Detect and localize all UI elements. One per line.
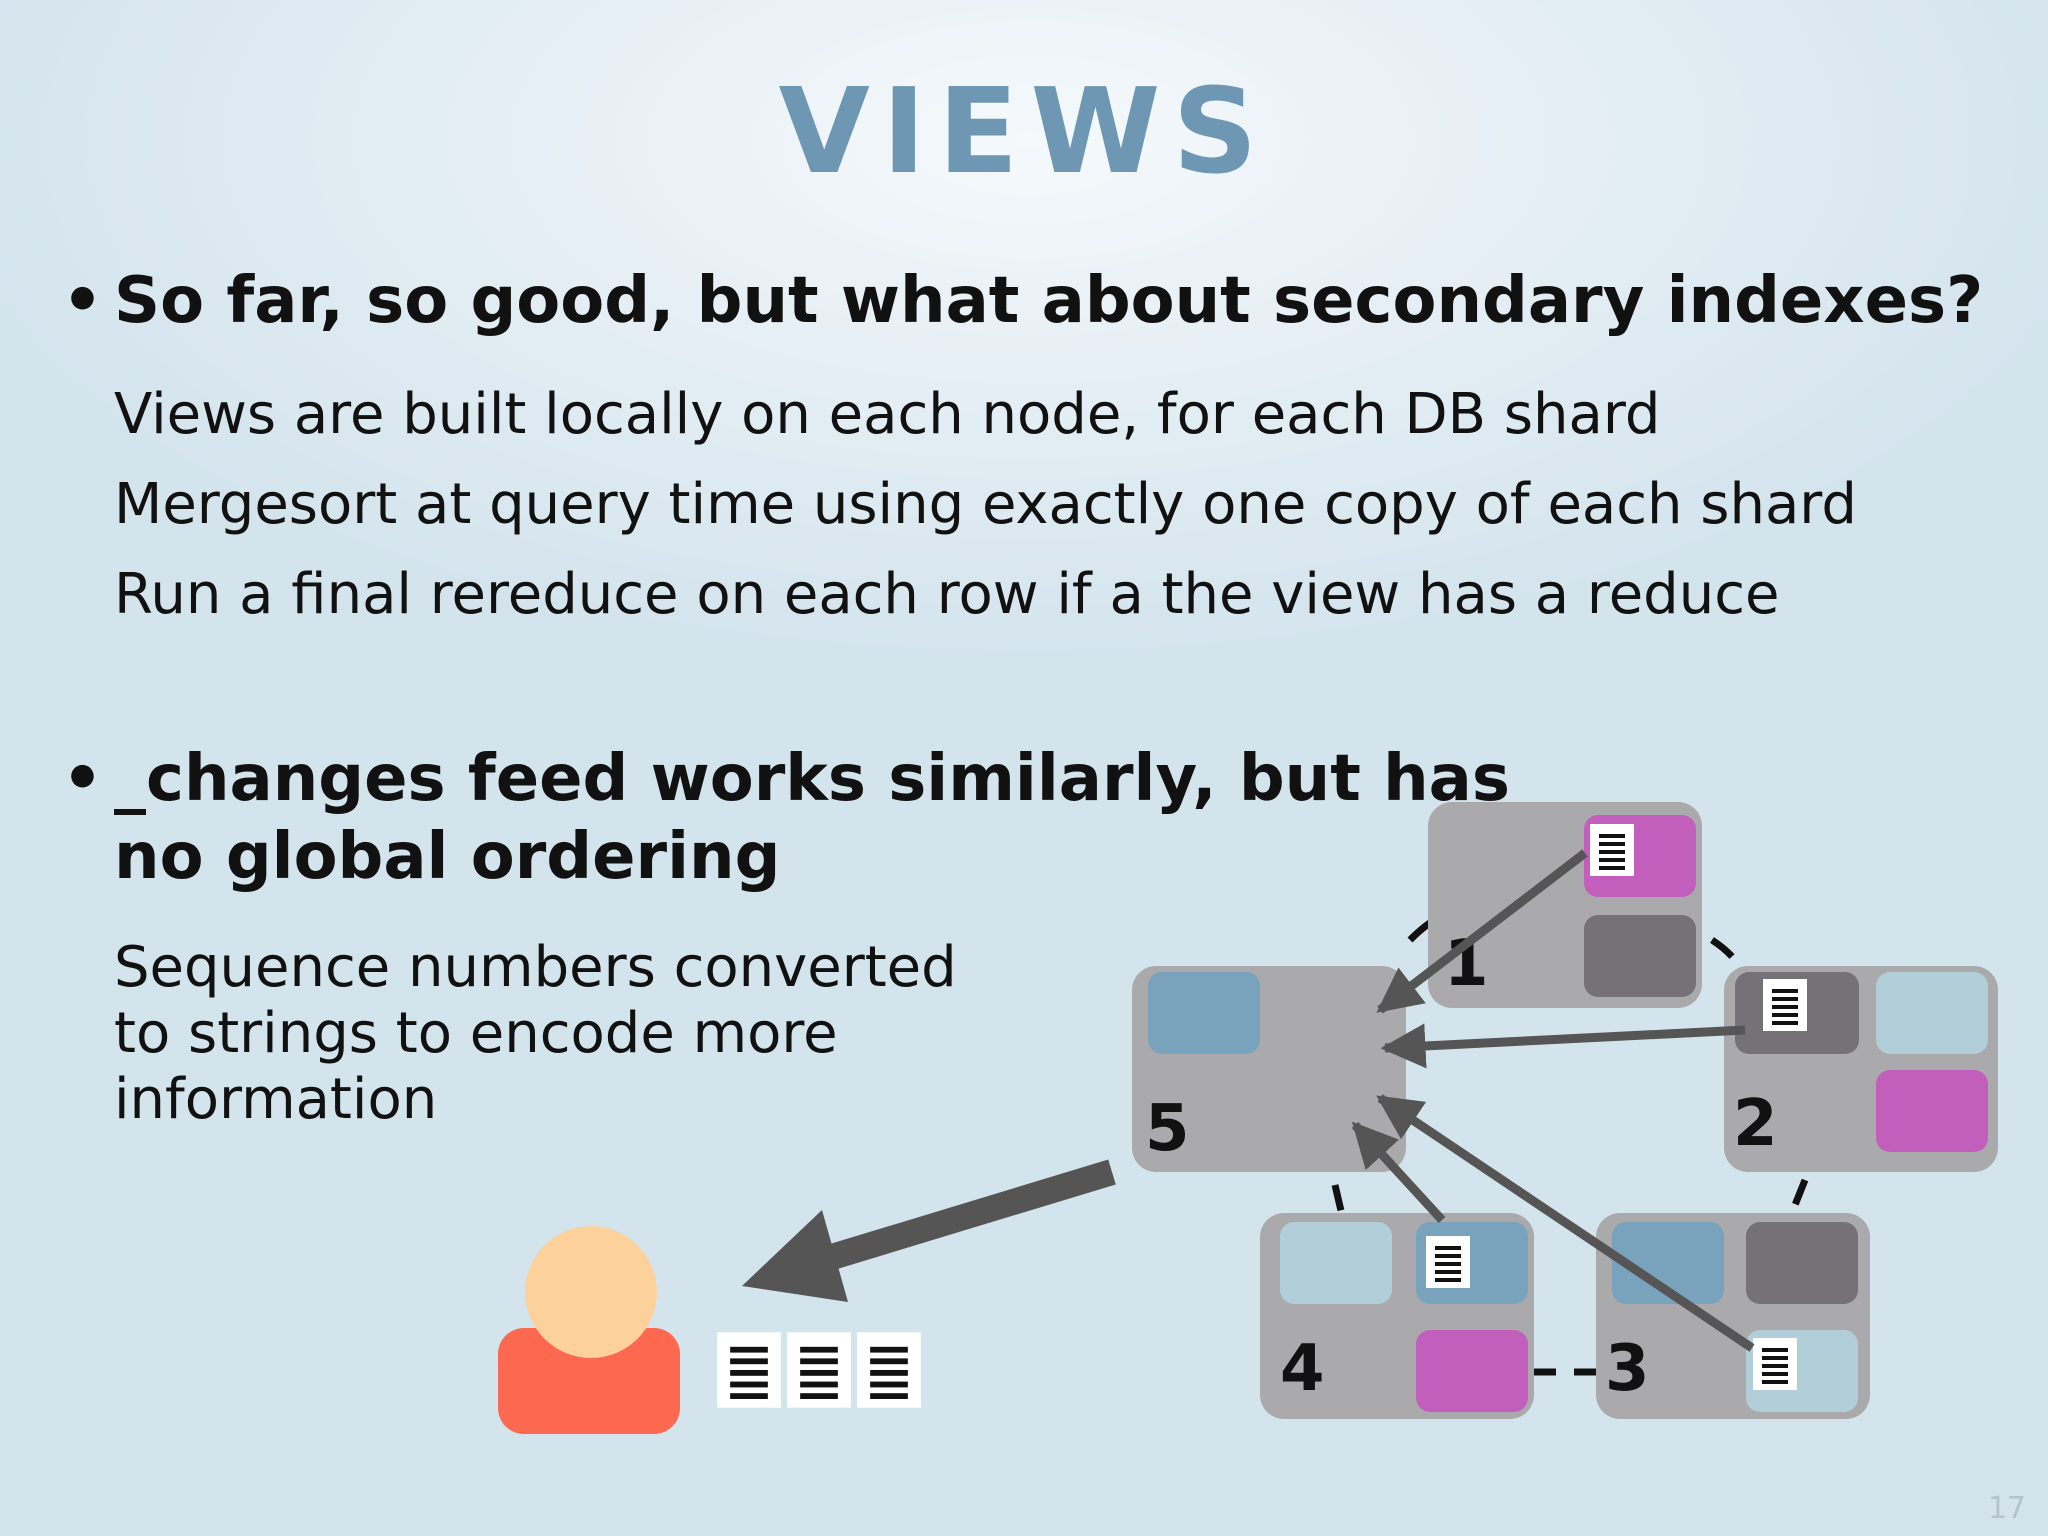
merge-arrows (1351, 849, 1755, 1352)
document-icon (1763, 979, 1807, 1031)
node-5: 5 (1132, 966, 1406, 1172)
ring-link-2-3 (1791, 1178, 1809, 1207)
page-number: 17 (1987, 1491, 2026, 1526)
node-label-4: 4 (1280, 1332, 1325, 1406)
bullet-heading: So far, so good, but what about secondar… (114, 264, 1984, 338)
bullet-heading: _changes feed works similarly, but has n… (114, 742, 1510, 894)
node-label-1: 1 (1444, 927, 1489, 1001)
user-body (498, 1328, 680, 1434)
shard (1876, 1070, 1988, 1152)
node-label-5: 5 (1145, 1092, 1190, 1166)
bullet-secondary-indexes: • So far, so good, but what about second… (62, 262, 1983, 340)
arrow-icon (1380, 1023, 1746, 1069)
document-icon (1590, 824, 1634, 876)
sub-item-sequence-numbers: Sequence numbers converted to strings to… (114, 935, 957, 1132)
document-icon (1753, 1338, 1797, 1390)
arrow-icon (1351, 1121, 1446, 1224)
arrow-icon (742, 1210, 848, 1302)
document-icon (717, 1332, 781, 1408)
node-2: 2 (1724, 966, 1998, 1172)
result-documents (717, 1332, 921, 1408)
user-icon (498, 1226, 680, 1434)
node-4: 4 (1260, 1213, 1534, 1419)
shard (1416, 1330, 1528, 1412)
arrow-icon (1376, 849, 1588, 1014)
bullet-dot-icon: • (62, 264, 103, 338)
sub-item-views-local: Views are built locally on each node, fo… (114, 382, 1661, 447)
node-label-3: 3 (1605, 1332, 1650, 1406)
arrow-icon (1376, 1094, 1755, 1352)
sub-item-rereduce: Run a final rereduce on each row if a th… (114, 562, 1780, 627)
document-icon (1426, 1236, 1470, 1288)
ring-link-4-5 (1331, 1184, 1346, 1216)
document-icon (787, 1332, 851, 1408)
slide-title: VIEWS (778, 62, 1270, 200)
shard (1148, 972, 1260, 1054)
shard (1584, 915, 1696, 997)
shard (1746, 1222, 1858, 1304)
bullet-changes-feed: • _changes feed works similarly, but has… (62, 740, 1510, 896)
arrow-icon (828, 1159, 1116, 1270)
sub-item-mergesort: Mergesort at query time using exactly on… (114, 472, 1857, 537)
shard (1876, 972, 1988, 1054)
document-icon (857, 1332, 921, 1408)
bullet-dot-icon: • (62, 742, 103, 816)
user-head (525, 1226, 657, 1358)
shard (1280, 1222, 1392, 1304)
node-3: 3 (1596, 1213, 1870, 1419)
node-1: 1 (1428, 802, 1702, 1008)
node-label-2: 2 (1733, 1087, 1778, 1161)
shard (1612, 1222, 1724, 1304)
output-arrow (742, 1159, 1116, 1302)
